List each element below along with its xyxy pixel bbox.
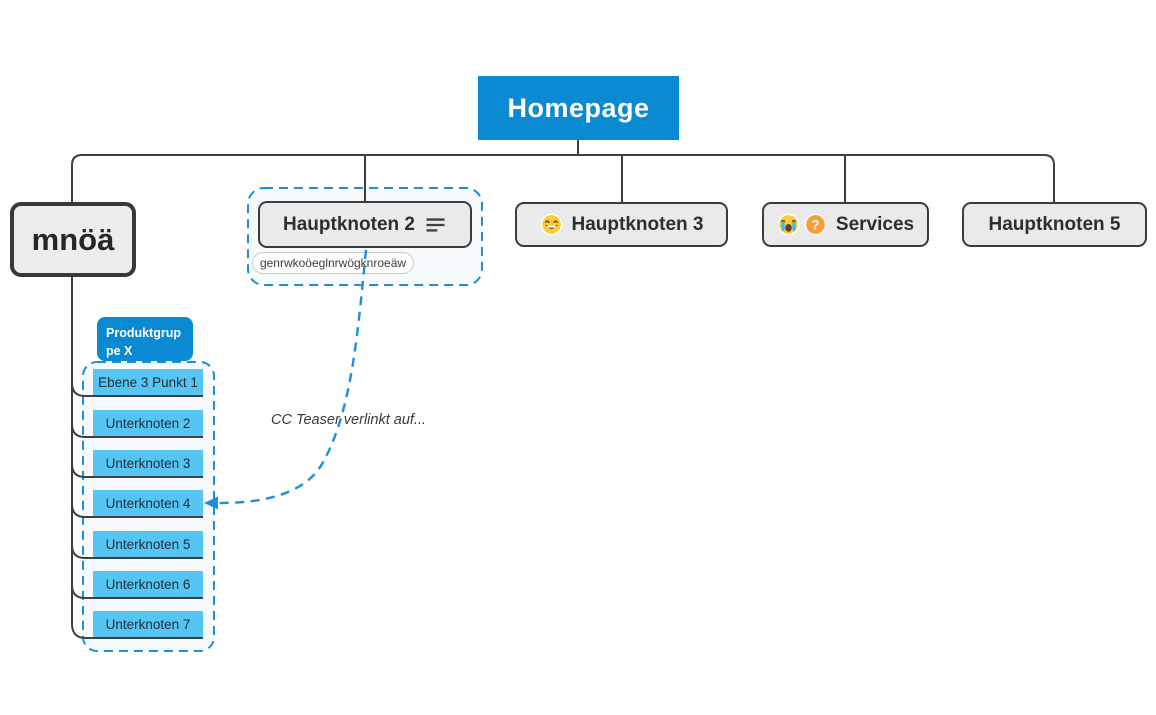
subtree-node-7[interactable]: Unterknoten 7 bbox=[93, 611, 203, 637]
subtree-node-3-label: Unterknoten 3 bbox=[105, 455, 191, 471]
node-mnoa[interactable]: mnöä bbox=[10, 202, 136, 277]
crosslink-label[interactable]: CC Teaser verlinkt auf... bbox=[271, 412, 426, 428]
subtree-node-6[interactable]: Unterknoten 6 bbox=[93, 571, 203, 597]
crosslink-curve bbox=[218, 249, 368, 505]
svg-text:?: ? bbox=[811, 217, 819, 232]
grinning-face-icon bbox=[540, 213, 563, 236]
node-haupt2-label: Hauptknoten 2 bbox=[283, 213, 415, 235]
node-produktgruppe-label: Produktgruppe X bbox=[106, 326, 181, 359]
note-badge[interactable]: genrwkoöeglnrwögknroeäw bbox=[252, 252, 414, 274]
subtree-node-3[interactable]: Unterknoten 3 bbox=[93, 450, 203, 476]
root-node-homepage[interactable]: Homepage bbox=[478, 76, 679, 140]
node-haupt5[interactable]: Hauptknoten 5 bbox=[962, 202, 1147, 247]
subtree-node-1[interactable]: Ebene 3 Punkt 1 bbox=[93, 369, 203, 395]
subtree-node-5-label: Unterknoten 5 bbox=[105, 536, 191, 552]
node-haupt3-label: Hauptknoten 3 bbox=[571, 213, 704, 235]
loudly-crying-face-icon bbox=[777, 213, 800, 236]
node-mnoa-label: mnöä bbox=[31, 221, 115, 257]
node-services-label: Services bbox=[835, 213, 915, 235]
subtree-node-1-label: Ebene 3 Punkt 1 bbox=[98, 374, 198, 390]
node-haupt5-label: Hauptknoten 5 bbox=[988, 213, 1121, 235]
subtree-node-4-label: Unterknoten 4 bbox=[105, 495, 191, 511]
root-node-label: Homepage bbox=[507, 92, 650, 123]
node-haupt3[interactable]: Hauptknoten 3 bbox=[515, 202, 728, 247]
notes-icon[interactable] bbox=[424, 216, 447, 234]
subtree-node-2-label: Unterknoten 2 bbox=[105, 415, 191, 431]
subtree-node-5[interactable]: Unterknoten 5 bbox=[93, 531, 203, 557]
crosslink-label-text: CC Teaser verlinkt auf... bbox=[271, 412, 426, 428]
crosslink-arrowhead bbox=[204, 496, 218, 510]
note-badge-text: genrwkoöeglnrwögknroeäw bbox=[259, 256, 407, 270]
node-produktgruppe[interactable]: Produktgruppe X bbox=[97, 317, 193, 361]
subtree-node-7-label: Unterknoten 7 bbox=[105, 616, 191, 632]
subtree-node-2[interactable]: Unterknoten 2 bbox=[93, 410, 203, 436]
question-mark-icon: ? bbox=[804, 213, 827, 236]
subtree-node-4[interactable]: Unterknoten 4 bbox=[93, 490, 203, 516]
subtree-node-6-label: Unterknoten 6 bbox=[105, 576, 191, 592]
node-services[interactable]: ? Services bbox=[762, 202, 929, 247]
node-haupt2[interactable]: Hauptknoten 2 bbox=[258, 201, 472, 248]
